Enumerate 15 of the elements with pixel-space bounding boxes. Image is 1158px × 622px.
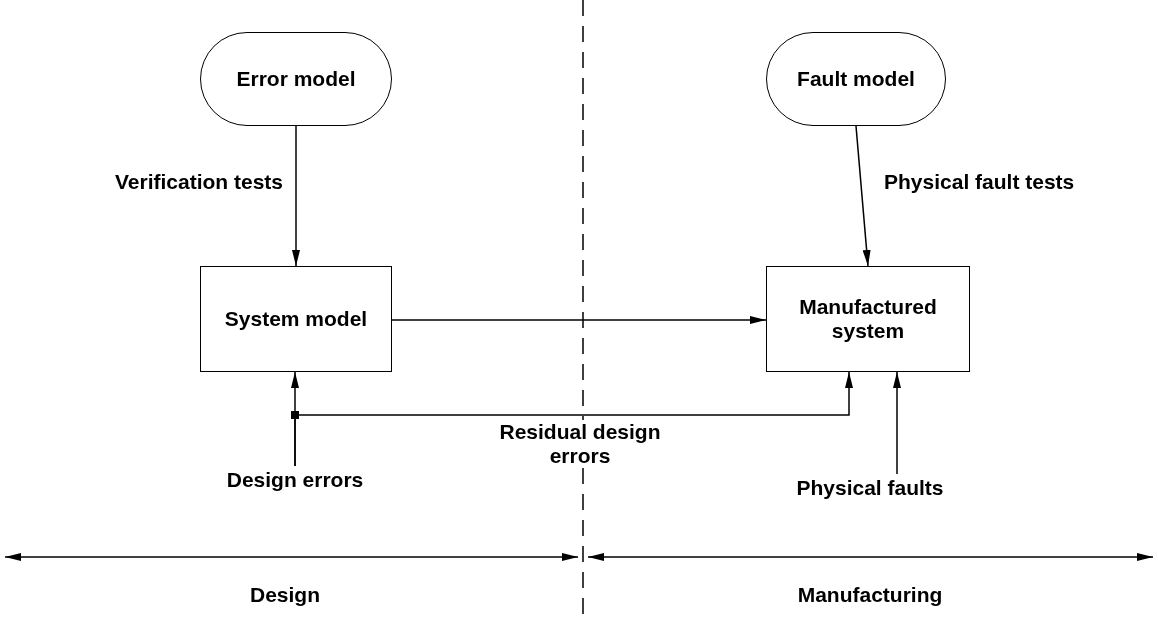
arrow [391, 316, 767, 324]
node-label: System model [224, 306, 368, 332]
node-label: Fault model [797, 66, 915, 92]
process-box [200, 266, 392, 372]
node-label: Physical faults [796, 475, 944, 501]
node-label: Error model [236, 66, 356, 92]
arrow [855, 125, 872, 267]
region-label: Design [249, 583, 321, 607]
process-box [766, 266, 970, 372]
node-label: Design errors [226, 467, 364, 493]
region-label: Manufacturing [796, 583, 944, 607]
node-label: Manufactured system [798, 294, 938, 344]
arrow [893, 371, 901, 475]
arrow [292, 125, 300, 267]
arrow [294, 371, 853, 467]
